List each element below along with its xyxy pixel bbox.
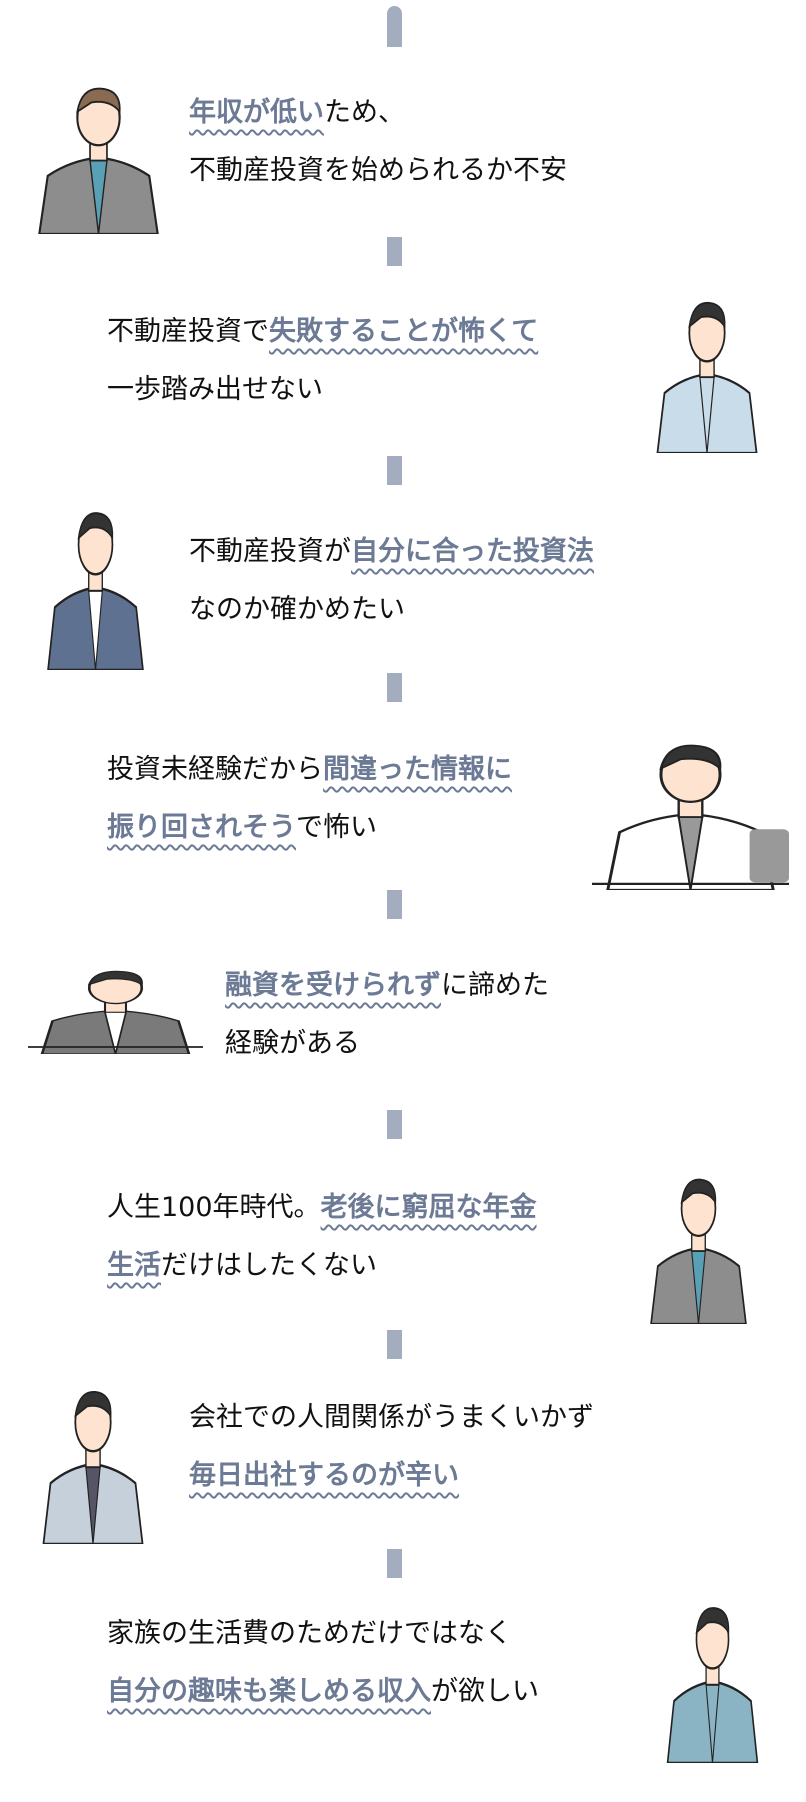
text: 会社での人間関係がうまくいかず <box>189 1402 594 1433</box>
concern-item-text: 融資を受けられずに諦めた経験がある <box>225 957 549 1073</box>
highlighted-text: 失敗することが怖くて <box>269 316 539 347</box>
concern-line: 人生100年時代。老後に窮屈な年金 <box>107 1179 537 1237</box>
concern-item-text: 人生100年時代。老後に窮屈な年金生活だけはしたくない <box>107 1179 537 1295</box>
concern-line: 経験がある <box>225 1015 549 1073</box>
tired-office-worker-icon <box>42 1391 144 1544</box>
concern-item-text: 会社での人間関係がうまくいかず毎日出社するのが辛い <box>189 1389 594 1505</box>
divider <box>387 1549 402 1578</box>
text: 人生100年時代。 <box>107 1192 321 1223</box>
dejected-man-at-table-icon <box>28 970 203 1054</box>
text: なのか確かめたい <box>189 594 405 625</box>
text: 一歩踏み出せない <box>107 374 323 405</box>
concern-line: 不動産投資を始められるか不安 <box>189 142 567 200</box>
divider <box>387 456 402 485</box>
text: 経験がある <box>225 1028 360 1059</box>
divider <box>387 673 402 702</box>
highlighted-text: 毎日出社するのが辛い <box>189 1460 459 1491</box>
concern-item-text: 家族の生活費のためだけではなく自分の趣味も楽しめる収入が欲しい <box>107 1605 539 1721</box>
text: 投資未経験だから <box>107 754 323 785</box>
sad-woman-hugging-knees-icon <box>666 1607 759 1763</box>
concern-line: なのか確かめたい <box>189 581 594 639</box>
text: が欲しい <box>431 1676 539 1707</box>
highlighted-text: 自分に合った投資法 <box>351 536 594 567</box>
text: だけはしたくない <box>161 1250 377 1281</box>
text: 不動産投資を始められるか不安 <box>189 155 567 186</box>
text: 不動産投資で <box>107 316 269 347</box>
divider <box>387 6 402 47</box>
highlighted-text: 老後に窮屈な年金 <box>320 1192 537 1223</box>
stressed-man-at-desk-icon <box>592 744 789 890</box>
concern-line: 生活だけはしたくない <box>107 1237 537 1295</box>
text: 家族の生活費のためだけではなく <box>107 1618 512 1649</box>
text: ため、 <box>324 97 405 128</box>
worried-older-man-icon <box>650 1178 747 1324</box>
concern-line: 不動産投資で失敗することが怖くて <box>107 303 538 361</box>
concern-line: 一歩踏み出せない <box>107 361 538 419</box>
concern-line: 会社での人間関係がうまくいかず <box>189 1389 594 1447</box>
thinking-man-icon <box>47 512 144 670</box>
concern-item-text: 年収が低いため、不動産投資を始められるか不安 <box>189 84 567 200</box>
concern-line: 投資未経験だから間違った情報に <box>107 741 512 799</box>
highlighted-text: 間違った情報に <box>323 754 512 785</box>
concern-line: 自分の趣味も楽しめる収入が欲しい <box>107 1663 539 1721</box>
text: で怖い <box>296 812 377 843</box>
highlighted-text: 生活 <box>107 1250 161 1281</box>
concern-line: 不動産投資が自分に合った投資法 <box>189 523 594 581</box>
highlighted-text: 融資を受けられず <box>225 970 441 1001</box>
divider <box>387 1110 402 1139</box>
concern-item-text: 不動産投資で失敗することが怖くて一歩踏み出せない <box>107 303 538 419</box>
concern-line: 家族の生活費のためだけではなく <box>107 1605 539 1663</box>
worried-woman-arms-crossed-icon <box>656 301 758 453</box>
concern-line: 年収が低いため、 <box>189 84 567 142</box>
divider <box>387 890 402 919</box>
highlighted-text: 自分の趣味も楽しめる収入 <box>107 1676 431 1707</box>
concern-line: 毎日出社するのが辛い <box>189 1447 594 1505</box>
concern-line: 振り回されそうで怖い <box>107 799 512 857</box>
concern-item-text: 不動産投資が自分に合った投資法なのか確かめたい <box>189 523 594 639</box>
highlighted-text: 振り回されそう <box>107 812 296 843</box>
text: 不動産投資が <box>189 536 351 567</box>
divider <box>387 1330 402 1359</box>
highlighted-text: 年収が低い <box>189 97 324 128</box>
concern-line: 融資を受けられずに諦めた <box>225 957 549 1015</box>
concern-item-text: 投資未経験だから間違った情報に振り回されそうで怖い <box>107 741 512 857</box>
worried-businessman-icon <box>38 87 159 234</box>
divider <box>387 237 402 266</box>
text: に諦めた <box>441 970 549 1001</box>
